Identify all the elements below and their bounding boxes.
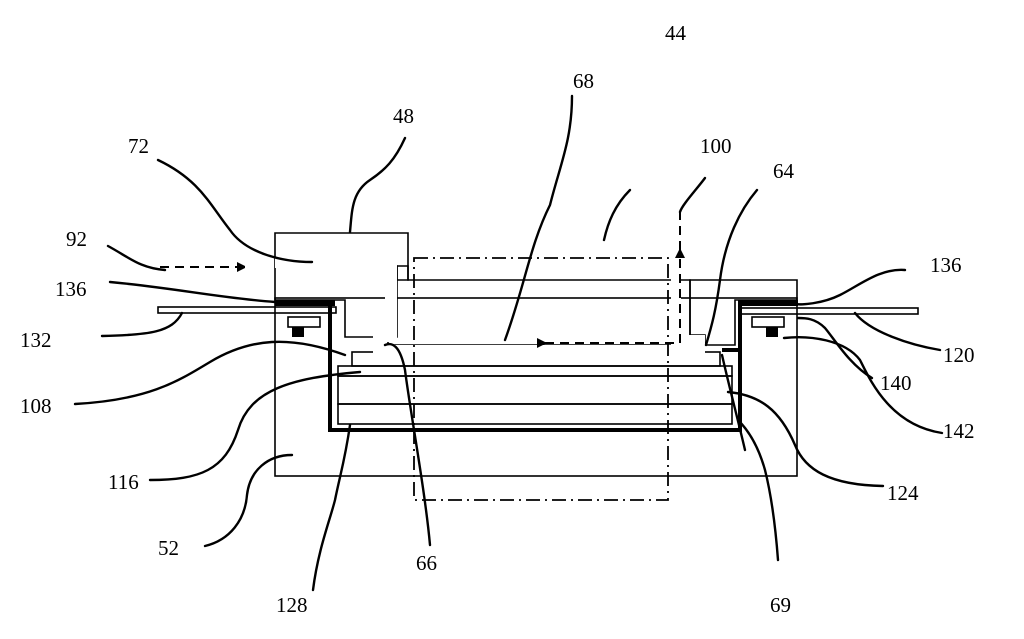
pad-left <box>287 316 321 337</box>
lead-strip-132 <box>157 306 337 314</box>
label-100: 100 <box>700 134 732 158</box>
label-120: 120 <box>943 343 975 367</box>
label-136-right: 136 <box>930 253 962 277</box>
label-142: 142 <box>943 419 975 443</box>
reference-numerals: 44 48 68 72 100 64 92 136 136 132 120 14… <box>20 21 975 617</box>
label-128: 128 <box>276 593 308 617</box>
label-132: 132 <box>20 328 52 352</box>
substrate-52 <box>274 297 798 477</box>
lead-strip-120 <box>739 307 919 315</box>
label-68: 68 <box>573 69 594 93</box>
leader-lines <box>73 94 944 592</box>
label-52: 52 <box>158 536 179 560</box>
flow-arrow-92 <box>160 210 685 348</box>
label-116: 116 <box>108 470 139 494</box>
label-108: 108 <box>20 394 52 418</box>
liner-wavy-right <box>722 304 742 352</box>
seal-136-right <box>740 300 798 306</box>
pad-right <box>751 316 785 337</box>
label-48: 48 <box>393 104 414 128</box>
seal-136-left <box>275 300 335 306</box>
flow-channel <box>275 257 705 355</box>
label-124: 124 <box>887 481 919 505</box>
label-72: 72 <box>128 134 149 158</box>
label-136-left: 136 <box>55 277 87 301</box>
label-69: 69 <box>770 593 791 617</box>
label-140: 140 <box>880 371 912 395</box>
label-44: 44 <box>665 21 687 45</box>
label-66: 66 <box>416 551 437 575</box>
region-44-outline <box>413 257 669 501</box>
label-64: 64 <box>773 159 795 183</box>
label-92: 92 <box>66 227 87 251</box>
